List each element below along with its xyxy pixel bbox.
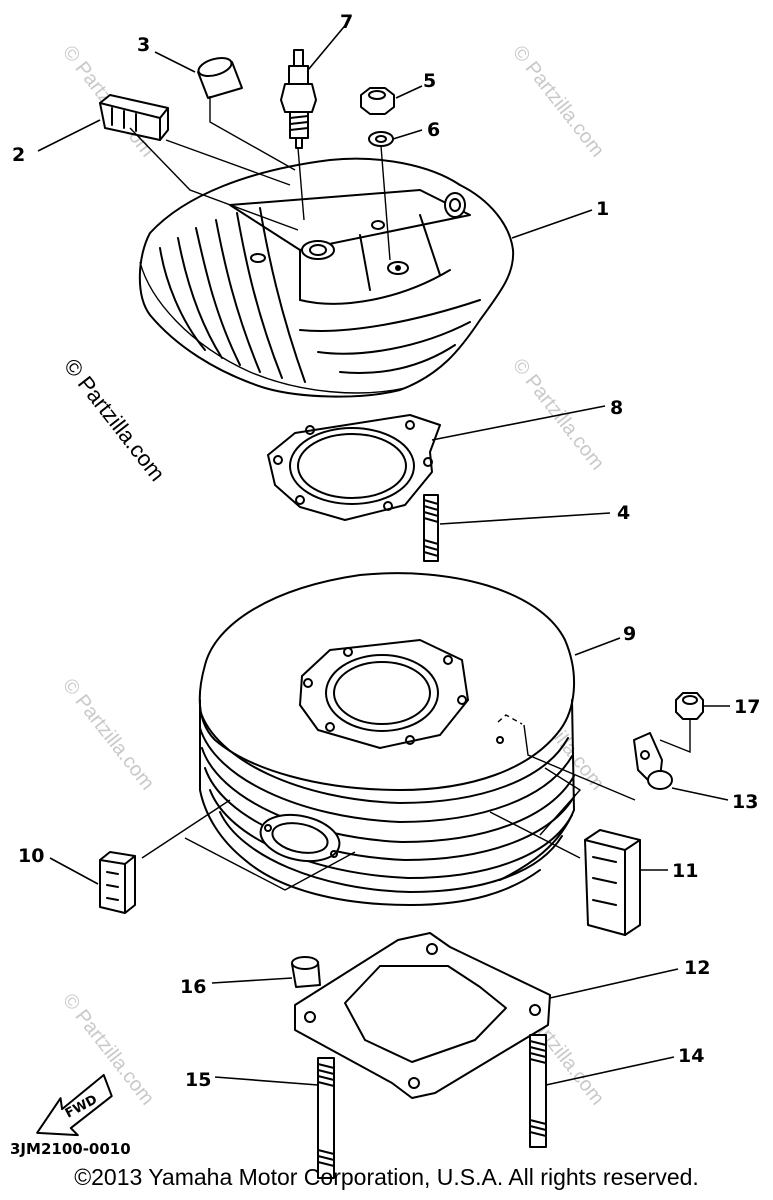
- callout-numbers: 1 2 3 7 5 6 8 4 9 17 13 10 11 12 16 14 1…: [12, 11, 760, 1091]
- spark-plug: [280, 49, 317, 149]
- head-nut: [360, 87, 395, 115]
- callout-5: 5: [423, 70, 436, 92]
- callout-2: 2: [12, 144, 25, 166]
- callout-12: 12: [684, 957, 710, 979]
- forward-arrow-icon: FWD: [36, 1073, 113, 1137]
- callout-9: 9: [623, 623, 636, 645]
- callout-6: 6: [427, 119, 440, 141]
- cylinder-damper-right: [584, 829, 641, 936]
- callout-11: 11: [672, 860, 698, 882]
- watermark-2: © Partzilla.com: [508, 42, 608, 162]
- callout-16: 16: [180, 976, 206, 998]
- cylinder-head: [138, 157, 515, 398]
- head-damper: [99, 94, 169, 141]
- callout-3: 3: [137, 34, 150, 56]
- callout-14: 14: [678, 1045, 704, 1067]
- cylinder-assembly-lines: [141, 767, 582, 891]
- head-washer: [368, 131, 394, 147]
- bracket-nut: [675, 692, 704, 720]
- base-gasket: [294, 932, 551, 1099]
- cylinder: [198, 572, 576, 906]
- copyright-footer: ©2013 Yamaha Motor Corporation, U.S.A. A…: [74, 1164, 699, 1190]
- head-assembly-lines: [129, 96, 391, 261]
- base-stud-right: [529, 1034, 547, 1148]
- head-gasket: [267, 414, 441, 521]
- collar: [197, 56, 243, 99]
- cable-bracket: [523, 720, 691, 801]
- callout-4: 4: [617, 502, 630, 524]
- callout-15: 15: [185, 1069, 211, 1091]
- head-stud: [423, 494, 439, 562]
- callout-8: 8: [610, 397, 623, 419]
- watermark-main: © Partzilla.com: [59, 354, 170, 486]
- callout-10: 10: [18, 845, 44, 867]
- base-stud-left: [317, 1057, 335, 1179]
- cylinder-damper-left: [99, 851, 136, 914]
- callout-13: 13: [732, 791, 758, 813]
- base-plug: [291, 956, 321, 988]
- callout-17: 17: [734, 696, 760, 718]
- callout-1: 1: [596, 198, 609, 220]
- diagram-code: 3JM2100-0010: [10, 1140, 131, 1158]
- leader-lines: [37, 21, 730, 1086]
- callout-7: 7: [340, 11, 353, 33]
- watermark-4: © Partzilla.com: [58, 675, 158, 795]
